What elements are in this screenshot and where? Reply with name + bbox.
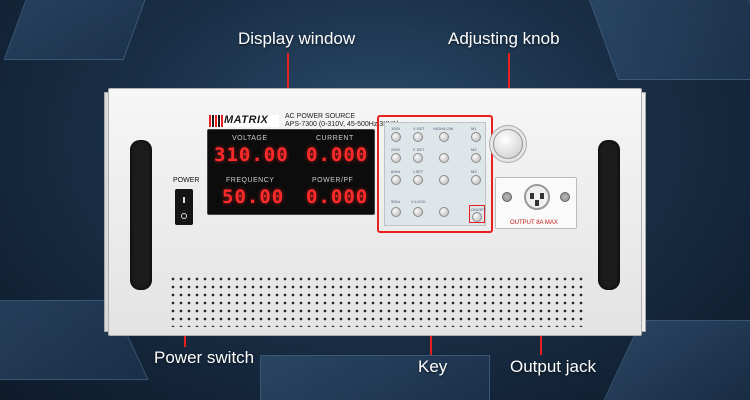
handle-right: [598, 140, 620, 290]
front-panel: MATRIX AC POWER SOURCE APS-7300 (0-310V,…: [108, 88, 642, 336]
key-v-lock[interactable]: [413, 207, 423, 217]
output-label: OUTPUT 8A MAX: [510, 220, 558, 226]
voltage-label: VOLTAGE: [232, 135, 268, 142]
key-enter[interactable]: [439, 207, 449, 217]
key-i-set[interactable]: [413, 175, 423, 185]
adjusting-knob[interactable]: [493, 129, 523, 159]
display-window: VOLTAGE 310.00 CURRENT 0.000 FREQUENCY 5…: [207, 129, 375, 215]
key-v-set[interactable]: [413, 132, 423, 142]
current-value: 0.000: [306, 144, 369, 166]
key-label: 200V: [391, 147, 401, 152]
frequency-value: 50.00: [222, 186, 285, 208]
callout-output-jack: Output jack: [510, 357, 596, 376]
brand-logo: MATRIX: [209, 114, 279, 127]
socket-icon: [524, 184, 550, 210]
current-label: CURRENT: [316, 135, 354, 142]
keypad: 100V V-SET HIGH/LOW M1 200V F-SET M2 60H…: [377, 115, 493, 233]
power-label: POWER: [173, 177, 200, 184]
key-high-low[interactable]: [439, 132, 449, 142]
key-label: M2: [471, 147, 477, 152]
key-label: ON/OFF: [471, 207, 487, 212]
key-label: V-LOCK: [411, 199, 426, 204]
key-f-set[interactable]: [413, 153, 423, 163]
key-100v[interactable]: [391, 132, 401, 142]
key-label: 60Hz: [391, 169, 401, 174]
key-60hz[interactable]: [391, 175, 401, 185]
voltage-value: 310.00: [214, 144, 289, 166]
vent-grille: [169, 275, 585, 327]
callout-key: Key: [418, 357, 448, 376]
key-label: 50Hz: [391, 199, 401, 204]
screw-icon: [560, 192, 570, 202]
key-label: M1: [471, 126, 477, 131]
screw-icon: [502, 192, 512, 202]
key-50hz[interactable]: [391, 207, 401, 217]
key-m1[interactable]: [471, 132, 481, 142]
callout-power-switch: Power switch: [154, 348, 255, 367]
product-label: AC POWER SOURCE APS-7300 (0-310V, 45-500…: [285, 113, 400, 128]
on-off-key-frame: ON/OFF: [469, 205, 487, 223]
handle-left: [130, 140, 152, 290]
frequency-label: FREQUENCY: [226, 177, 275, 184]
key-m3[interactable]: [471, 175, 481, 185]
key-up[interactable]: [439, 153, 449, 163]
key-label: F-SET: [413, 147, 425, 152]
power-switch[interactable]: [175, 189, 193, 225]
output-jack[interactable]: OUTPUT 8A MAX: [495, 177, 577, 229]
key-label: M3: [471, 169, 477, 174]
key-down[interactable]: [439, 175, 449, 185]
key-200v[interactable]: [391, 153, 401, 163]
power-pf-label: POWER/PF: [312, 177, 354, 184]
power-pf-value: 0.000: [306, 186, 369, 208]
key-label: I-SET: [413, 169, 424, 174]
key-label: 100V: [391, 126, 401, 131]
callout-adjusting-knob: Adjusting knob: [448, 29, 560, 48]
key-label: V-SET: [413, 126, 425, 131]
key-label: HIGH/LOW: [433, 126, 454, 131]
callout-display-window: Display window: [238, 29, 356, 48]
key-on-off[interactable]: [472, 212, 482, 222]
key-m2[interactable]: [471, 153, 481, 163]
